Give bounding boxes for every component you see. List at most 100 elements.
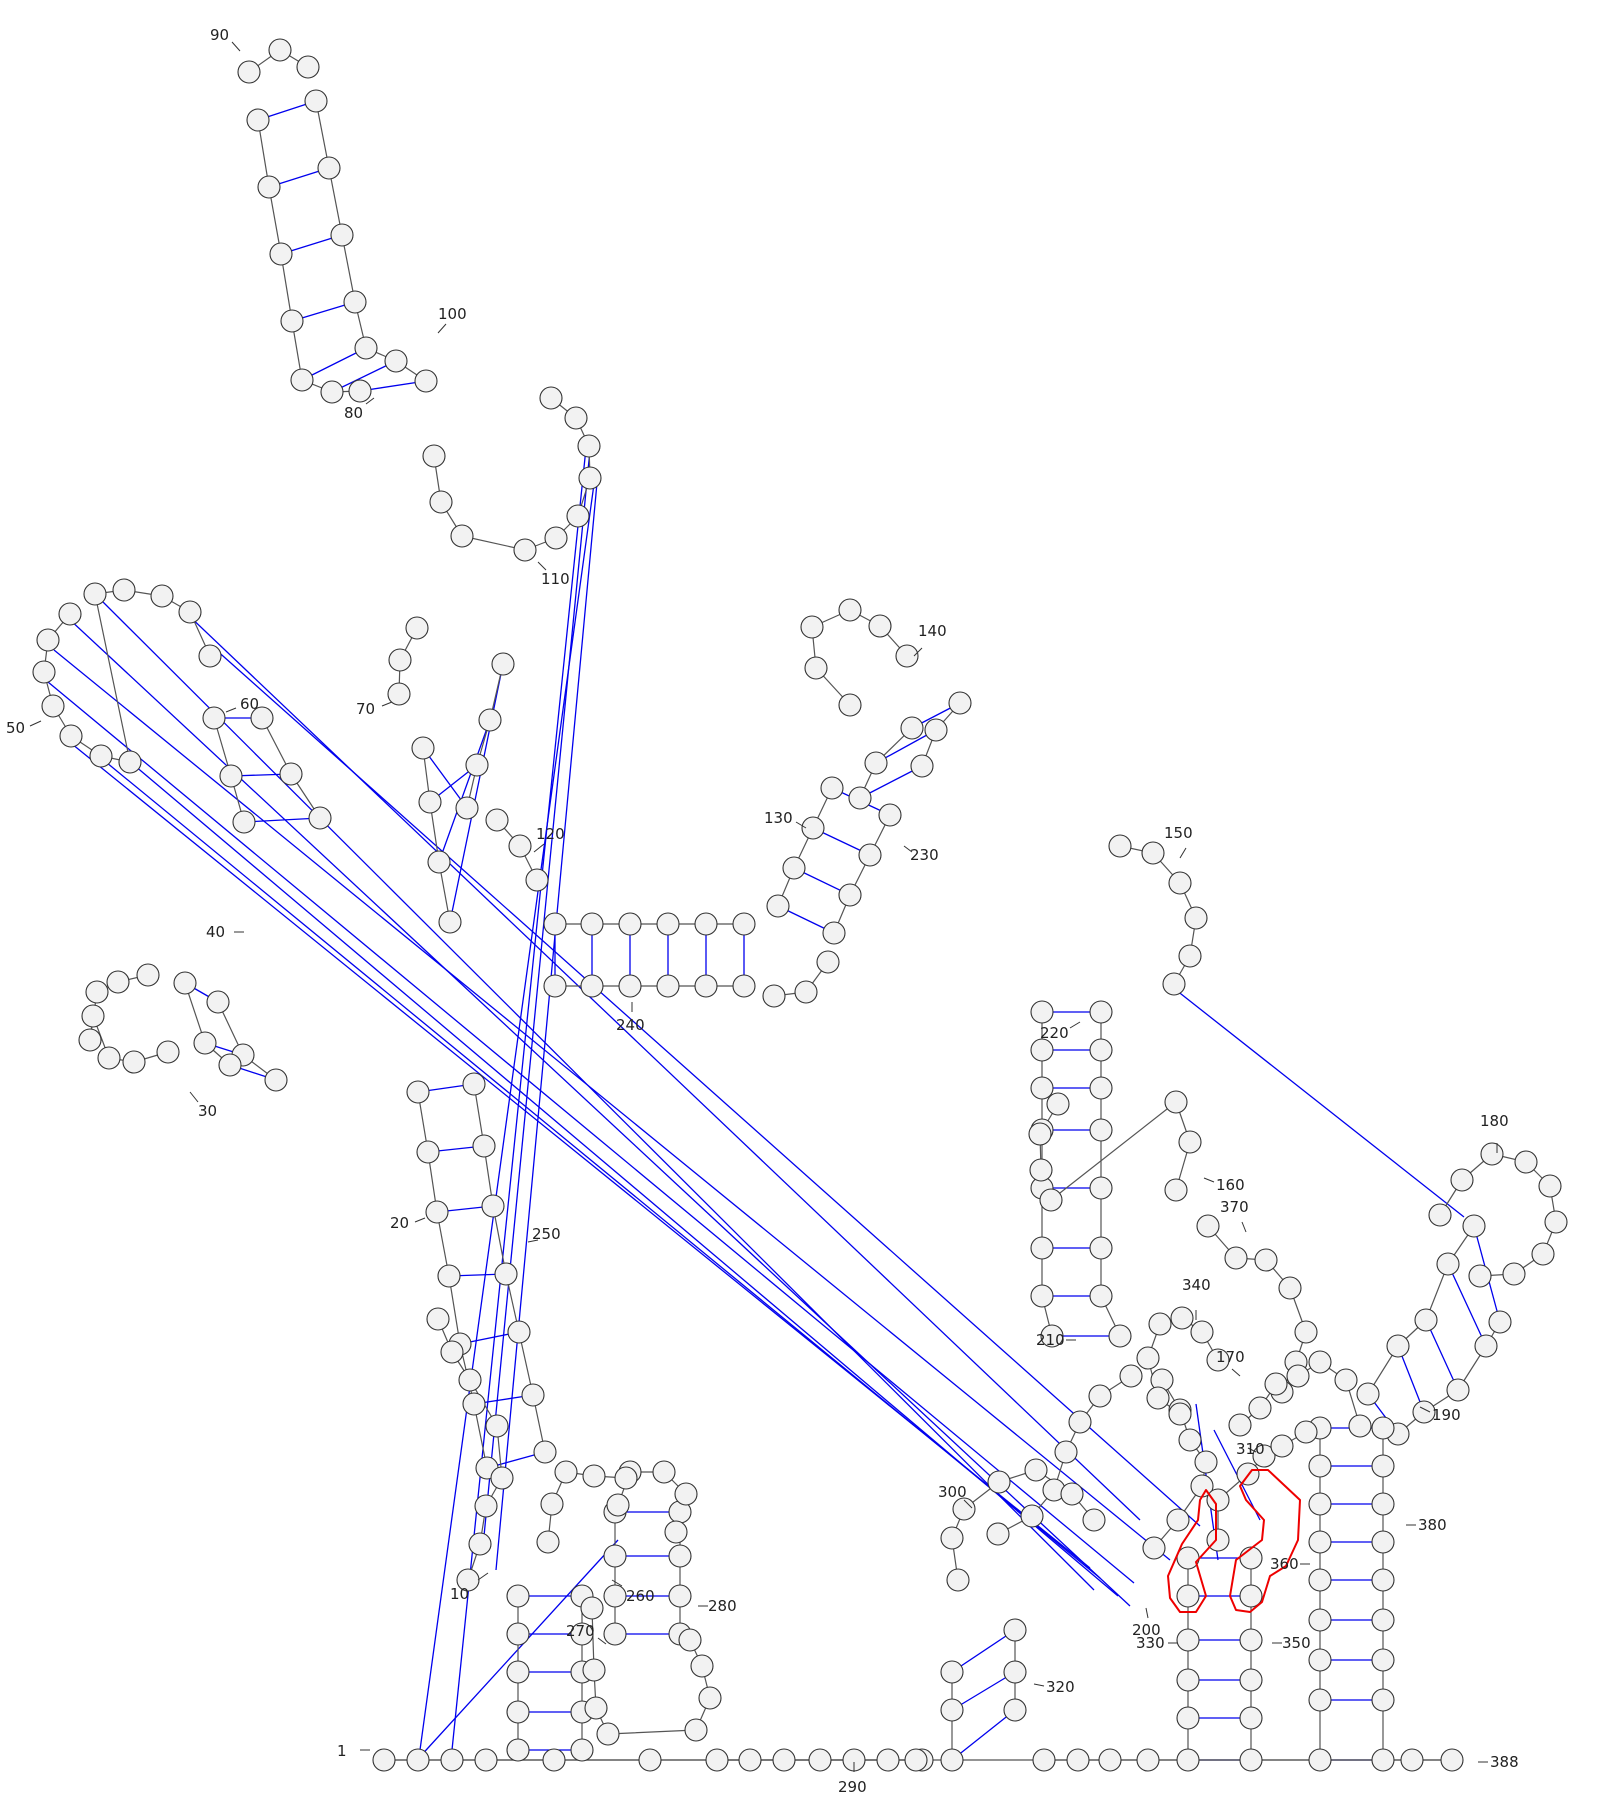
position-label-210: 210 [1036,1331,1065,1349]
position-label-370: 370 [1220,1198,1249,1216]
nucleotide [472,1134,496,1158]
nucleotide [437,1264,461,1288]
nucleotide [372,1748,396,1772]
position-label-180: 180 [1480,1112,1509,1130]
nucleotide [1040,1324,1064,1348]
nucleotide [577,434,601,458]
nucleotide [280,309,304,333]
position-label-90: 90 [210,26,229,44]
nucleotide [705,1748,729,1772]
nucleotide [118,750,142,774]
nucleotide [1371,1608,1395,1632]
nucleotide [425,1200,449,1224]
nucleotide [1474,1334,1498,1358]
position-label-220: 220 [1040,1024,1069,1042]
nucleotide [246,108,270,132]
nucleotide [36,628,60,652]
nucleotide [1371,1416,1395,1440]
nucleotide [150,584,174,608]
nucleotide [924,718,948,742]
nucleotide [106,970,130,994]
nucleotide [554,1460,578,1484]
nucleotide [539,386,563,410]
nucleotide [1098,1748,1122,1772]
nucleotide [1024,1458,1048,1482]
nucleotide [580,974,604,998]
long-range-pair-line [495,482,598,1571]
nucleotide [122,1050,146,1074]
nucleotide [1082,1508,1106,1532]
nucleotide [822,921,846,945]
position-label-50: 50 [6,719,25,737]
nucleotide [1286,1364,1310,1388]
nucleotide [1308,1530,1332,1554]
position-label-270: 270 [566,1622,595,1640]
nucleotide [462,1072,486,1096]
nucleotide [1468,1264,1492,1288]
nucleotide [418,790,442,814]
nucleotide [1029,1158,1053,1182]
nucleotide [136,963,160,987]
long-range-pair-line [184,611,1141,1521]
nucleotide [570,1738,594,1762]
nucleotide [178,600,202,624]
base-pair-line [951,1629,1016,1673]
nucleotide [895,644,919,668]
nucleotide [772,1748,796,1772]
nucleotide [684,1718,708,1742]
nucleotide [1066,1748,1090,1772]
nucleotide [1308,1350,1332,1374]
nucleotide [1136,1748,1160,1772]
nucleotide [782,856,806,880]
nucleotide [1176,1628,1200,1652]
nucleotide [564,406,588,430]
nucleotide [876,1748,900,1772]
long-range-pair-line [53,649,1171,1561]
nucleotide [41,694,65,718]
nucleotide [1278,1276,1302,1300]
position-label-320: 320 [1046,1678,1075,1696]
base-pair-line [243,817,321,823]
nucleotide [1206,1348,1230,1372]
nucleotide [406,1080,430,1104]
backbone-segment [422,747,451,923]
nucleotide [1308,1454,1332,1478]
nucleotide [474,1748,498,1772]
nucleotide [868,614,892,638]
nucleotide [732,974,756,998]
nucleotide [438,910,462,934]
nucleotide [940,1748,964,1772]
nucleotide [1294,1320,1318,1344]
position-label-120: 120 [536,825,565,843]
nucleotide [1028,1122,1052,1146]
nucleotide [1030,1284,1054,1308]
nucleotide [416,1140,440,1164]
position-label-110: 110 [541,570,570,588]
nucleotide [1462,1214,1486,1238]
nucleotide-circles [32,38,1568,1772]
nucleotide [808,1748,832,1772]
nucleotide [257,175,281,199]
nucleotide [427,850,451,874]
nucleotide [1088,1384,1112,1408]
position-label-190: 190 [1432,1406,1461,1424]
nucleotide [952,1497,976,1521]
position-label-20: 20 [390,1214,409,1232]
nucleotide [1003,1618,1027,1642]
nucleotide [1164,1178,1188,1202]
nucleotide [525,868,549,892]
position-label-100: 100 [438,305,467,323]
nucleotide [1440,1748,1464,1772]
nucleotide [465,753,489,777]
nucleotide [1428,1203,1452,1227]
nucleotide [1039,1188,1063,1212]
base-pair-line [422,747,468,809]
nucleotide [462,1392,486,1416]
nucleotide [1030,1000,1054,1024]
nucleotide [1178,1130,1202,1154]
nucleotide [1544,1210,1568,1234]
nucleotide [668,1584,692,1608]
nucleotide [946,1568,970,1592]
nucleotide [804,656,828,680]
nucleotide [237,60,261,84]
